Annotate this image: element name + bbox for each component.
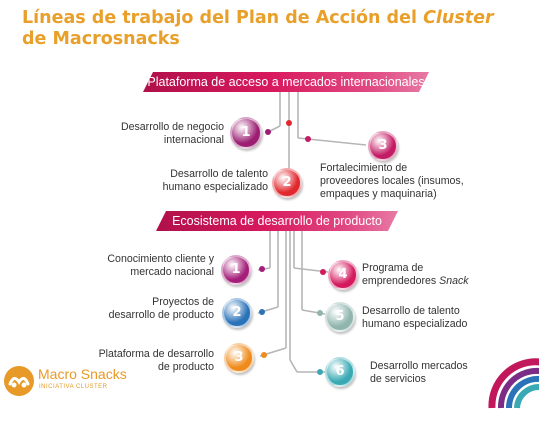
- snack-logo-icon: [4, 366, 34, 396]
- number-circle-g2-6: 6: [325, 357, 355, 387]
- number-circle-g2-1: 1: [221, 255, 251, 285]
- banner-mercados-internacionales: Plataforma de acceso a mercados internac…: [143, 72, 429, 92]
- dot-g2-4: [320, 269, 326, 275]
- number-circle-g2-5: 5: [325, 302, 355, 332]
- brand-subtitle: INICIATIVA CLUSTER: [39, 384, 108, 390]
- page-title: Líneas de trabajo del Plan de Acción del…: [22, 8, 522, 50]
- brand-name: Macro Snacks: [38, 366, 127, 382]
- dot-g2-6: [317, 369, 323, 375]
- title-italic-word: Cluster: [423, 8, 494, 28]
- title-line1: Líneas de trabajo del Plan de Acción del: [22, 8, 424, 28]
- rainbow-arc-icon: [488, 358, 539, 409]
- banner-ecosistema-producto: Ecosistema de desarrollo de producto: [156, 211, 398, 231]
- number-circle-g1-3: 3: [368, 131, 398, 161]
- dot-1: [265, 129, 271, 135]
- number-circle-g2-4: 4: [328, 260, 358, 290]
- number-circle-g2-2: 2: [222, 298, 252, 328]
- dot-g2-3: [261, 352, 267, 358]
- title-line2: de Macrosnacks: [22, 29, 180, 49]
- connector-g2-6c: [289, 359, 298, 373]
- dot-2: [286, 120, 292, 126]
- number-circle-g1-2: 2: [272, 168, 302, 198]
- dot-3: [305, 136, 311, 142]
- dot-g2-1: [259, 266, 265, 272]
- brand-logo: Macro Snacks INICIATIVA CLUSTER: [2, 362, 152, 402]
- number-circle-g1-1: 1: [230, 117, 262, 149]
- dot-g2-5: [317, 310, 323, 316]
- dot-g2-2: [259, 309, 265, 315]
- number-circle-g2-3: 3: [224, 343, 254, 373]
